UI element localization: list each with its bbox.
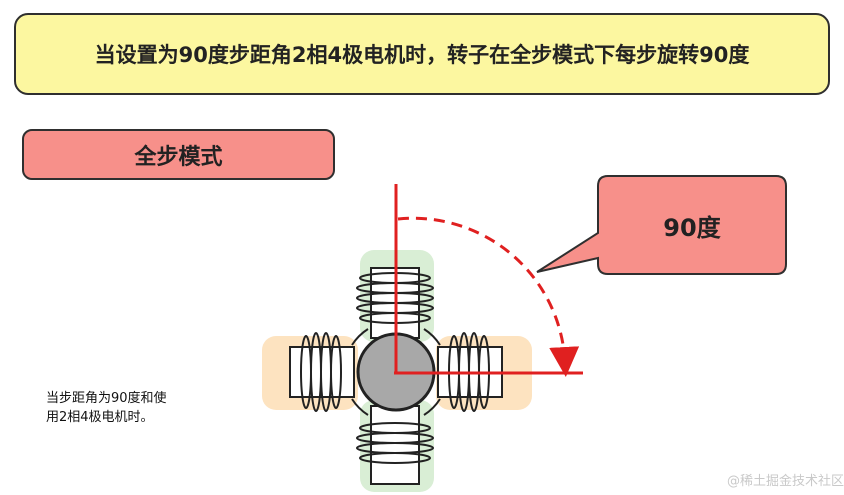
- mode-label: 全步模式: [22, 129, 335, 180]
- caption: 当步距角为90度和使 用2相4极电机时。: [46, 389, 246, 427]
- left-pole: [289, 332, 355, 412]
- rotor-gap-arcs: [351, 328, 441, 416]
- caption-line-2: 用2相4极电机时。: [46, 410, 154, 425]
- title-banner: 当设置为90度步距角2相4极电机时，转子在全步模式下每步旋转90度: [14, 13, 830, 95]
- title-text: 当设置为90度步距角2相4极电机时，转子在全步模式下每步旋转90度: [94, 43, 750, 67]
- caption-line-1: 当步距角为90度和使: [46, 391, 167, 406]
- watermark: @稀土掘金技术社区: [726, 474, 844, 489]
- bottom-pole: [356, 405, 434, 485]
- angle-callout-text: 90度: [663, 214, 721, 242]
- mode-label-text: 全步模式: [134, 144, 223, 170]
- angle-callout: [536, 175, 787, 275]
